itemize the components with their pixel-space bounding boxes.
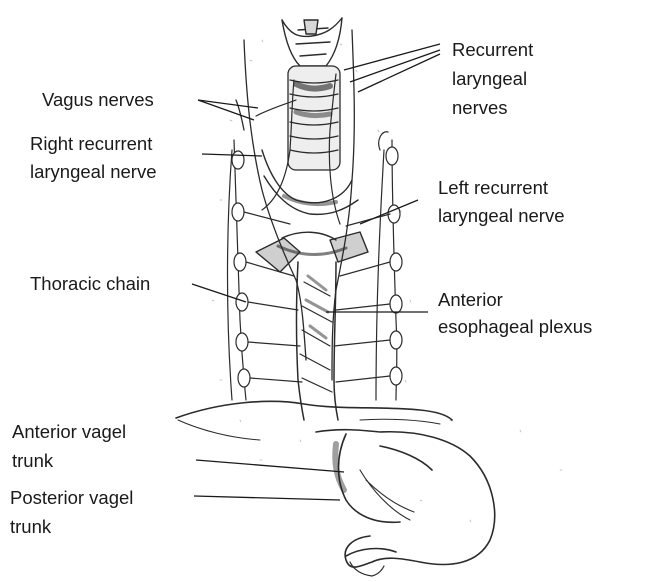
label-posterior-trunk-line1: Posterior vagel — [10, 486, 133, 510]
label-anterior-trunk-line2: trunk — [12, 449, 53, 473]
label-anterior-trunk-line1: Anterior vagel — [12, 420, 126, 444]
label-left-recurrent-line1: Left recurrent — [438, 176, 548, 200]
label-right-recurrent-line1: Right recurrent — [30, 132, 152, 156]
esophagus — [297, 262, 339, 420]
stomach — [316, 430, 495, 576]
diaphragm — [176, 401, 452, 440]
label-vagus-nerves: Vagus nerves — [42, 88, 154, 112]
label-anterior-plexus-line1: Anterior — [438, 288, 503, 312]
label-posterior-trunk-line2: trunk — [10, 515, 51, 539]
label-recurrent-line1: Recurrent — [452, 38, 533, 62]
label-anterior-plexus-line2: esophageal plexus — [438, 315, 592, 339]
label-right-recurrent-line2: laryngeal nerve — [30, 160, 157, 184]
label-thoracic-chain: Thoracic chain — [30, 272, 150, 296]
bronchi — [256, 232, 368, 272]
thoracic-chain-left — [334, 132, 402, 400]
label-recurrent-line2: laryngeal — [452, 67, 527, 91]
label-recurrent-line3: nerves — [452, 96, 508, 120]
label-left-recurrent-line2: laryngeal nerve — [438, 204, 565, 228]
larynx — [282, 18, 342, 66]
trachea — [288, 66, 340, 170]
